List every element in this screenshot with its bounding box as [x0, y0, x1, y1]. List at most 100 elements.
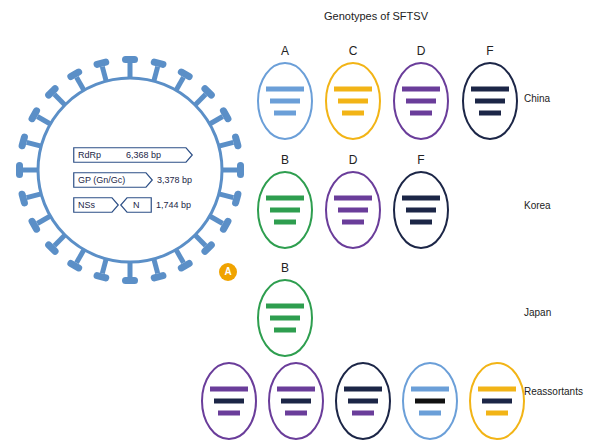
oval-shape: [256, 170, 314, 250]
segment-bar: [344, 387, 382, 392]
segment-bar: [214, 399, 244, 404]
segment-bar: [482, 399, 512, 404]
spike-cap: [231, 133, 242, 150]
segment-bar: [478, 387, 516, 392]
oval-shape: [324, 61, 382, 141]
envelope-spike: [122, 56, 138, 79]
oval-outline: [258, 63, 312, 139]
virion-spikes: [16, 56, 244, 284]
segment-length: 6,368 bp: [126, 147, 161, 163]
reassortant-oval: [403, 363, 457, 439]
oval-outline: [470, 363, 524, 439]
segment-bar: [334, 196, 372, 201]
genotype-oval: B: [256, 262, 314, 358]
spike-cap: [237, 162, 244, 178]
segment-bar: [266, 304, 304, 309]
envelope-spike: [221, 162, 244, 178]
spike-cap: [150, 271, 167, 282]
oval-outline: [258, 172, 312, 248]
genotype-oval: F: [461, 45, 519, 141]
genotype-letter: D: [392, 44, 450, 58]
gene-name: RdRp: [78, 147, 101, 163]
figure-title: Genotypes of SFTSV: [300, 10, 452, 22]
segment-bar: [406, 99, 436, 104]
segment-bar: [338, 99, 368, 104]
region-label: Reassortants: [524, 386, 583, 397]
segment-bar: [210, 387, 248, 392]
spike-cap: [44, 84, 60, 100]
segment-bar: [334, 87, 372, 92]
badge-circle: [219, 263, 237, 281]
gene-arrow: NSs: [73, 197, 119, 213]
region-label: Korea: [524, 200, 551, 211]
segment-bar: [471, 87, 509, 92]
oval-outline: [326, 172, 380, 248]
genotype-oval: A: [256, 45, 314, 141]
genotype-letter: B: [256, 153, 314, 167]
oval-outline: [258, 280, 312, 356]
segment-bar: [277, 387, 315, 392]
segment-bar: [348, 399, 378, 404]
segment-bar: [342, 220, 364, 225]
segment-bar: [218, 411, 240, 416]
reassortant-oval: [202, 363, 256, 439]
genotype-letter: F: [461, 44, 519, 58]
genotype-oval: F: [392, 154, 450, 250]
genotype-letter: F: [392, 153, 450, 167]
segment-bar: [274, 111, 296, 116]
virion-envelope: [38, 78, 222, 262]
segment-bar: [475, 99, 505, 104]
segment-bar: [415, 399, 445, 404]
oval-shape: [461, 61, 519, 141]
oval-outline: [202, 363, 256, 439]
segment-bar: [266, 87, 304, 92]
spike-cap: [18, 133, 29, 150]
spike-cap: [200, 84, 216, 100]
spike-cap: [177, 259, 194, 273]
spike-cap: [177, 67, 194, 81]
genotype-oval: D: [392, 45, 450, 141]
segment-bar: [270, 99, 300, 104]
oval-outline: [394, 63, 448, 139]
arrow-outline: [74, 173, 153, 188]
arrow-outline: [121, 198, 152, 213]
segment-bar: [285, 411, 307, 416]
oval-shape: [256, 278, 314, 358]
oval-outline: [269, 363, 323, 439]
spike-cap: [44, 240, 60, 256]
segment-bar: [410, 220, 432, 225]
region-label: China: [524, 93, 550, 104]
gene-arrow: RdRp 6,368 bp: [73, 147, 193, 163]
oval-shape: [392, 61, 450, 141]
segment-length: 1,744 bp: [156, 197, 191, 213]
genotype-letter: A: [256, 44, 314, 58]
envelope-spike: [16, 162, 39, 178]
reassortant-oval: [336, 363, 390, 439]
spike-cap: [16, 162, 23, 178]
spike-cap: [122, 56, 138, 63]
gene-name: GP (Gn/Gc): [78, 172, 125, 188]
segment-bar: [270, 316, 300, 321]
panel-letter: A: [219, 263, 237, 281]
segment-bar: [479, 111, 501, 116]
segment-bar: [486, 411, 508, 416]
spike-cap: [219, 217, 233, 234]
spike-cap: [18, 190, 29, 207]
oval-outline: [326, 63, 380, 139]
spike-cap: [122, 277, 138, 284]
gene-arrow: GP (Gn/Gc) 3,378 bp: [73, 172, 203, 188]
reassortant-oval: [269, 363, 323, 439]
segment-length: 3,378 bp: [157, 172, 192, 188]
spike-cap: [66, 67, 83, 81]
gene-name: NSs: [78, 197, 95, 213]
oval-shape: [324, 170, 382, 250]
segment-bar: [406, 208, 436, 213]
genotype-letter: B: [256, 261, 314, 275]
segment-bar: [342, 111, 364, 116]
genotype-oval: C: [324, 45, 382, 141]
envelope-spike: [122, 261, 138, 284]
segment-bar: [266, 196, 304, 201]
gene-arrow: N1,744 bp: [120, 197, 200, 213]
segment-bar: [274, 328, 296, 333]
